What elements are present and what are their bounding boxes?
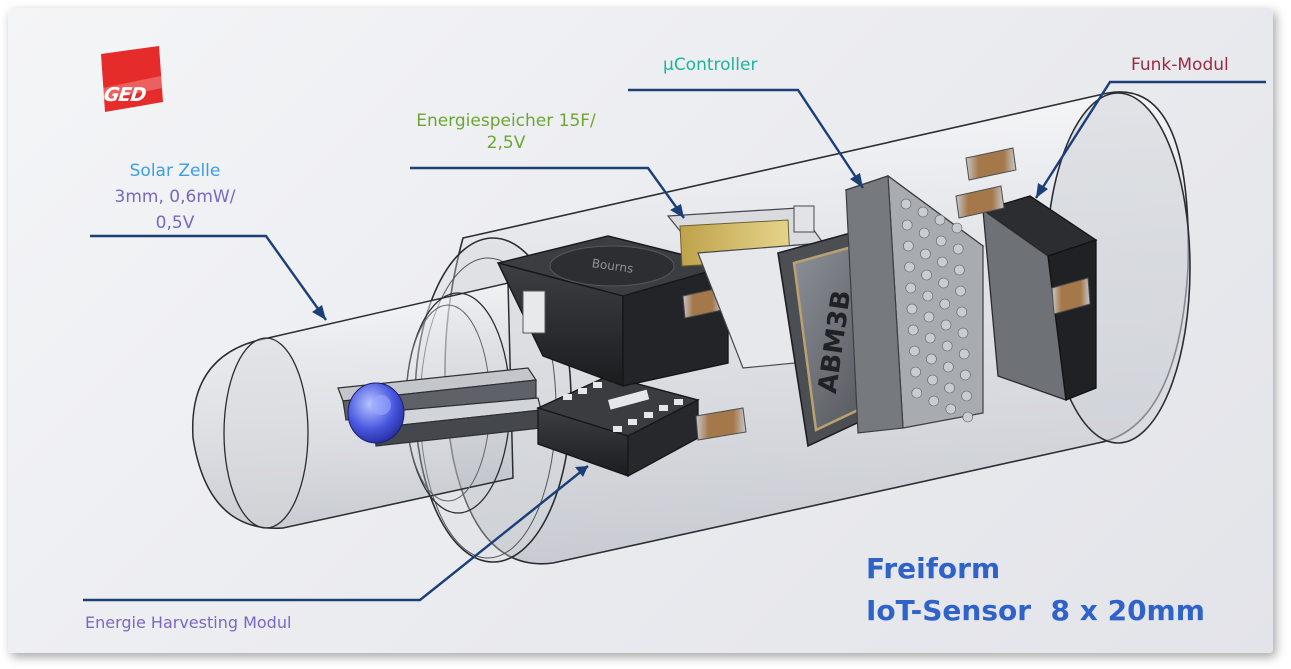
label-funk-modul: Funk-Modul <box>1131 55 1229 75</box>
bga-ball <box>906 303 918 315</box>
bga-ball <box>938 277 949 289</box>
solar-cell-assembly <box>337 367 542 447</box>
headline-line2: IoT-Sensor 8 x 20mm <box>866 594 1205 627</box>
diagram-frame: Bourns ABM3B <box>8 8 1273 653</box>
label-energiespeicher-line1: Energiespeicher 15F/ <box>416 111 596 131</box>
inductor-block: Bourns <box>496 235 731 388</box>
bga-ball <box>945 403 957 415</box>
bga-ball <box>924 332 936 344</box>
bga-ball <box>944 382 955 394</box>
leader-energiespeicher <box>410 166 685 219</box>
bga-ball <box>923 311 935 323</box>
bga-ball <box>905 282 917 294</box>
bga-ball <box>928 395 940 407</box>
leader-funk-modul <box>1034 80 1266 199</box>
bga-ball <box>954 264 965 276</box>
bga-ball <box>901 219 913 231</box>
logo-text: GED <box>102 84 147 106</box>
bga-ball <box>955 285 966 297</box>
leader-lines <box>83 80 1266 602</box>
bga-ball <box>900 198 912 210</box>
bga-ball <box>952 243 964 255</box>
label-solar-zelle: Solar Zelle 3mm, 0,6mW/ 0,5V <box>100 158 250 236</box>
harvesting-chip <box>536 375 700 478</box>
bga-ball <box>922 290 934 302</box>
bga-ball <box>904 261 915 273</box>
leader-solar <box>90 234 327 321</box>
sensor-illustration: Bourns ABM3B <box>83 80 1266 602</box>
bga-ball <box>910 366 921 378</box>
leader-arrowheads <box>312 173 1048 477</box>
bga-ball <box>935 235 947 247</box>
radio-module <box>981 195 1098 401</box>
bga-ball <box>939 298 951 310</box>
microcontroller-chip <box>844 174 985 434</box>
label-energiespeicher: Energiespeicher 15F/ 2,5V <box>416 110 596 154</box>
bga-ball <box>961 390 972 402</box>
bga-ball <box>943 361 954 373</box>
bga-ball <box>956 306 968 318</box>
ged-logo <box>101 46 163 112</box>
bga-ball <box>937 256 948 268</box>
bga-ball <box>957 327 969 339</box>
bga-ball <box>918 227 930 239</box>
bga-ball <box>907 324 919 336</box>
label-solar-specs: 3mm, 0,6mW/ <box>114 187 236 207</box>
label-solar-voltage: 0,5V <box>155 213 195 233</box>
bga-ball <box>927 374 938 386</box>
bga-ball <box>958 348 970 360</box>
label-energiespeicher-line2: 2,5V <box>486 133 526 153</box>
logo-badge <box>101 46 163 112</box>
inductor-marking: Bourns <box>591 256 634 276</box>
bga-ball <box>920 248 931 260</box>
bga-ball <box>911 387 923 399</box>
leader-mu-controller <box>628 88 865 189</box>
leader-harvesting <box>83 465 589 602</box>
bga-ball <box>951 222 963 234</box>
bga-ball <box>917 206 929 218</box>
bga-ball <box>960 369 971 381</box>
bga-ball <box>921 269 932 281</box>
bga-ball <box>903 240 914 252</box>
bga-ball <box>940 319 952 331</box>
label-harvesting: Energie Harvesting Modul <box>85 613 292 632</box>
bga-ball <box>962 411 974 423</box>
bga-ball-grid <box>900 198 974 423</box>
label-solar-title: Solar Zelle <box>129 161 221 181</box>
bga-ball <box>934 214 946 226</box>
bga-ball <box>941 340 953 352</box>
bga-ball <box>926 353 937 365</box>
headline: Freiform IoT-Sensor 8 x 20mm <box>866 548 1205 632</box>
smd-components <box>695 147 1017 441</box>
label-mu-controller: µController <box>663 55 758 75</box>
bga-ball <box>909 345 920 357</box>
headline-line1: Freiform <box>866 552 1001 585</box>
